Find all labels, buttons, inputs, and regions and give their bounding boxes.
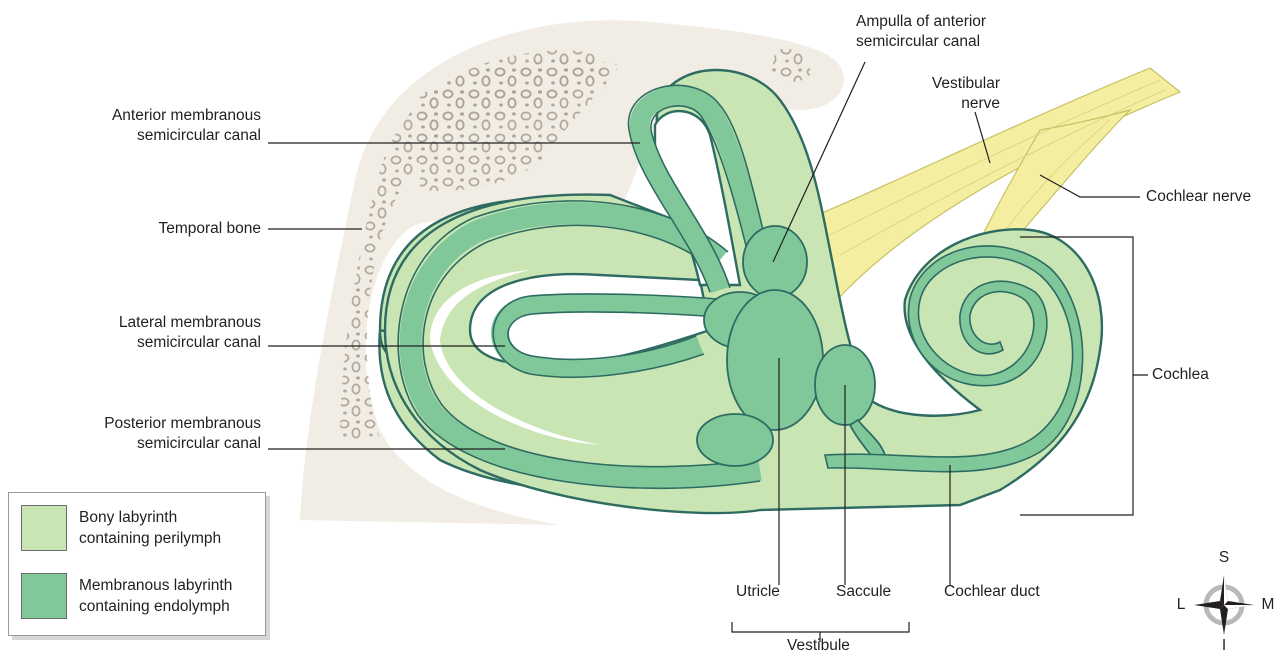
compass-lateral: L bbox=[1174, 595, 1188, 615]
label-vestibule: Vestibule bbox=[787, 636, 850, 656]
label-utricle: Utricle bbox=[736, 582, 780, 602]
label-cochlea: Cochlea bbox=[1152, 365, 1209, 385]
compass-inferior: I bbox=[1218, 636, 1230, 656]
label-temporal-bone: Temporal bone bbox=[158, 219, 261, 239]
legend-swatch-bony bbox=[21, 505, 67, 551]
label-cochlear-nerve: Cochlear nerve bbox=[1146, 187, 1251, 207]
compass-superior: S bbox=[1217, 548, 1231, 568]
label-saccule: Saccule bbox=[836, 582, 891, 602]
legend-swatch-membranous bbox=[21, 573, 67, 619]
ampulla-posterior bbox=[697, 414, 773, 466]
compass-medial: M bbox=[1259, 595, 1277, 615]
ampulla-anterior bbox=[743, 226, 807, 298]
utricle bbox=[727, 290, 823, 430]
compass-rose bbox=[1194, 575, 1254, 635]
label-cochlear-duct: Cochlear duct bbox=[944, 582, 1040, 602]
